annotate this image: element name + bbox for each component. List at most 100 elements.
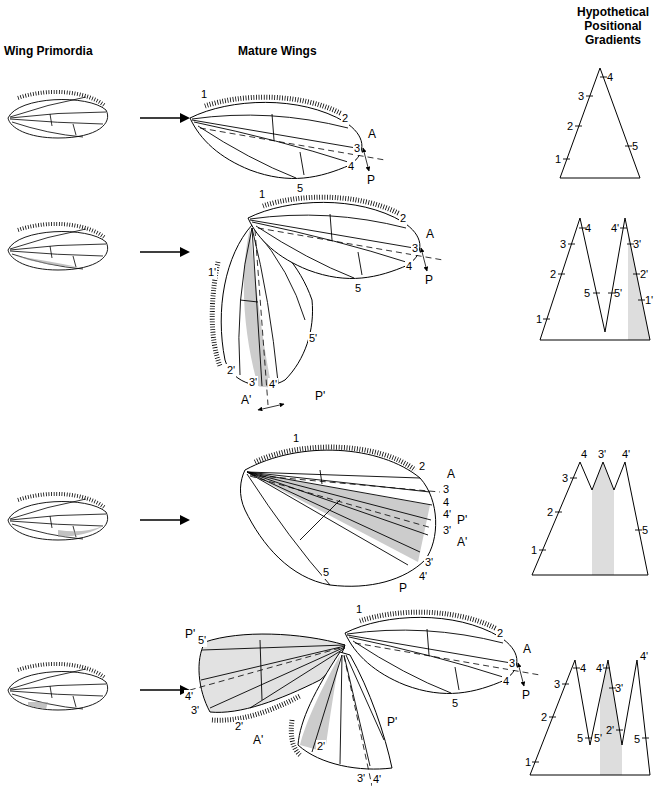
wing-drawing [190, 97, 385, 178]
wing-drawing [250, 475, 440, 528]
column-heading: Hypothetical Positional Gradients [572, 6, 654, 47]
vein-number: 2 [496, 627, 504, 640]
vein-number: 2' [606, 724, 614, 737]
wing-drawing [592, 462, 614, 575]
vein-number: 5' [197, 634, 207, 647]
wing-drawing [247, 472, 430, 562]
wing-drawing [247, 470, 432, 585]
vein-number: 3' [190, 704, 200, 717]
vein-number: 3 [508, 657, 516, 670]
axis-letter: P [521, 689, 531, 703]
wing-drawing [16, 256, 78, 267]
wing-drawing [300, 655, 340, 752]
vein-number: 3' [615, 682, 623, 695]
vein-number: 4' [372, 773, 382, 786]
vein-number: 3' [424, 556, 434, 569]
vein-number: 3 [578, 90, 584, 103]
wing-drawing [8, 224, 108, 270]
vein-number: 3 [554, 678, 560, 691]
vein-number: 2 [547, 506, 553, 519]
vein-number: 4' [596, 662, 604, 675]
vein-number: 1 [200, 88, 208, 101]
vein-number: 4 [347, 160, 355, 173]
vein-number: 2' [316, 740, 326, 753]
vein-number: 4 [405, 260, 413, 273]
wing-drawing [8, 92, 108, 138]
axis-letter: A' [240, 394, 252, 408]
vein-number: 2 [341, 112, 349, 125]
vein-number: 2 [567, 120, 573, 133]
wing-drawing [8, 664, 108, 710]
vein-number: 3' [356, 772, 366, 785]
vein-number: 4 [585, 222, 591, 235]
vein-number: 2' [226, 364, 236, 377]
axis-letter: A [425, 228, 435, 242]
wing-drawing [58, 526, 103, 537]
vein-number: 1 [555, 153, 561, 166]
vein-number: 1 [536, 313, 542, 326]
vein-number: 5 [577, 732, 583, 745]
wing-drawing [530, 660, 650, 775]
vein-number: 5 [354, 282, 362, 295]
vein-number: 1' [645, 294, 653, 307]
vein-number: 2 [541, 711, 547, 724]
wing-drawing [532, 462, 648, 575]
vein-number: 3' [633, 238, 641, 251]
wing-drawing [190, 648, 340, 690]
vein-number: 1 [292, 432, 300, 445]
wing-drawing [8, 494, 108, 540]
vein-number: 5 [634, 733, 640, 746]
vein-number: 4 [581, 448, 587, 461]
axis-letter: A [367, 128, 377, 142]
vein-number: 4 [502, 675, 510, 688]
axis-letter: P' [314, 390, 326, 404]
vein-number: 1 [355, 603, 363, 616]
vein-number: 1 [524, 756, 532, 769]
wing-drawing [28, 702, 48, 709]
wing-drawing [258, 404, 284, 410]
wing-drawing [344, 656, 372, 786]
vein-number: 1' [207, 266, 217, 279]
wing-drawing [345, 612, 540, 693]
vein-number: 4' [622, 448, 630, 461]
column-heading: Mature Wings [238, 45, 317, 59]
vein-number: 3 [562, 472, 568, 485]
axis-letter: A [446, 468, 456, 482]
vein-number: 3' [598, 448, 606, 461]
wing-drawing [540, 218, 650, 340]
vein-number: 4' [418, 570, 428, 583]
vein-number: 4' [611, 222, 619, 235]
wing-drawing [180, 113, 190, 695]
wing-drawing [532, 77, 649, 762]
vein-number: 5 [296, 182, 304, 195]
wing-drawing [560, 68, 640, 178]
wing-drawing [140, 118, 185, 690]
axis-letter: P [424, 274, 434, 288]
vein-number: 5 [322, 566, 330, 579]
vein-number: 3 [411, 242, 419, 255]
vein-number: 4' [268, 378, 278, 391]
vein-number: 5 [584, 287, 590, 300]
vein-number: 4' [442, 508, 452, 521]
vein-number: 4 [580, 662, 586, 675]
vein-number: 2 [399, 212, 407, 225]
vein-number: 2 [418, 460, 426, 473]
vein-number: 5' [594, 732, 602, 745]
vein-number: 4 [607, 71, 613, 84]
axis-letter: A [522, 643, 532, 657]
axis-letter: A' [252, 734, 264, 748]
vein-number: 2' [640, 268, 648, 281]
wing-drawing [312, 655, 384, 766]
vein-number: 2' [234, 720, 244, 733]
vein-number: 4 [442, 496, 450, 509]
axis-letter: P [366, 174, 376, 188]
wing-drawing [248, 197, 443, 278]
vein-number: 3 [442, 483, 450, 496]
axis-letter: P' [184, 628, 196, 642]
wing-drawing [240, 450, 435, 586]
vein-number: 5' [308, 332, 318, 345]
axis-letter: A' [456, 536, 468, 550]
vein-number: 3 [353, 142, 361, 155]
